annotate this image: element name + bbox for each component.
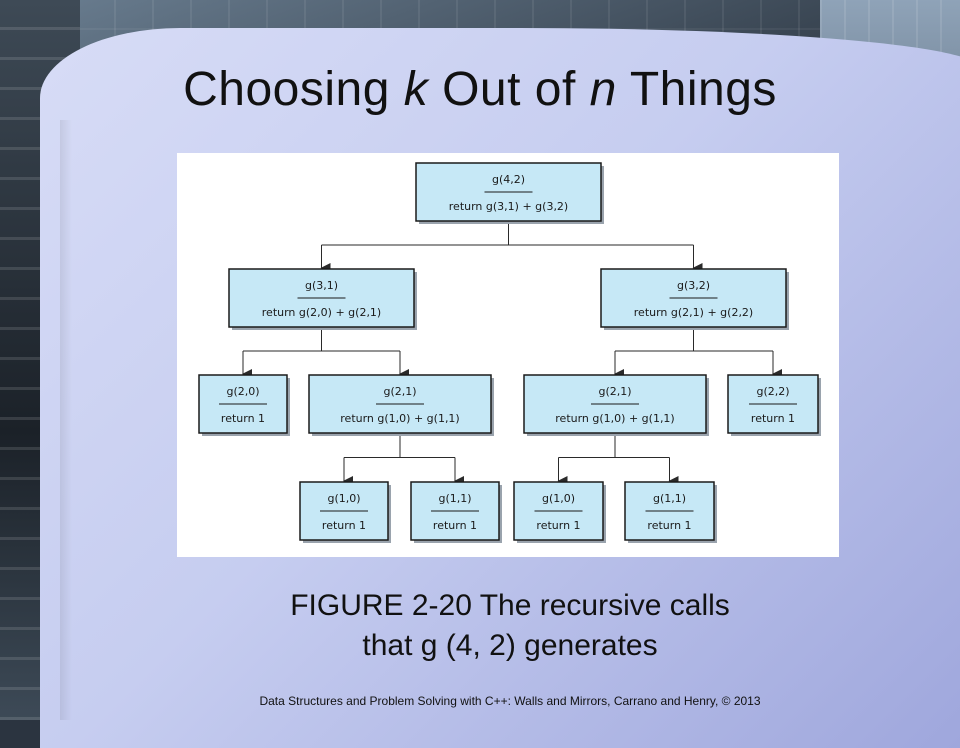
call-node-ll: g(2,0) return 1 [198, 374, 290, 436]
title-k: k [403, 63, 429, 116]
recursion-tree-figure: g(4,2) return g(3,1) + g(3,2) g(3,1) return… [177, 153, 839, 557]
call-node-lr: g(2,1) return g(1,0) + g(1,1) [308, 374, 494, 436]
node-call-label: g(1,0) [327, 492, 360, 505]
node-call-label: g(2,1) [598, 385, 631, 398]
node-return-label: return 1 [433, 519, 477, 532]
node-return-label: return g(2,1) + g(2,2) [634, 306, 753, 319]
title-part: Choosing [183, 63, 404, 116]
call-node-l: g(3,1) return g(2,0) + g(2,1) [228, 268, 417, 330]
slide-footer: Data Structures and Problem Solving with… [259, 694, 761, 708]
title-n: n [589, 63, 617, 116]
node-call-label: g(3,1) [305, 279, 338, 292]
title-part: Things [616, 63, 777, 116]
title-part: Out of [428, 63, 590, 116]
node-call-label: g(2,2) [756, 385, 789, 398]
node-return-label: return 1 [322, 519, 366, 532]
node-return-label: return g(1,0) + g(1,1) [555, 412, 674, 425]
node-return-label: return g(2,0) + g(2,1) [262, 306, 381, 319]
tree-edges [242, 221, 782, 486]
node-call-label: g(3,2) [677, 279, 710, 292]
call-node-rl: g(2,1) return g(1,0) + g(1,1) [523, 374, 709, 436]
tree-nodes: g(4,2) return g(3,1) + g(3,2) g(3,1) return… [198, 162, 821, 543]
node-call-label: g(2,1) [383, 385, 416, 398]
call-node-lrl: g(1,0) return 1 [299, 481, 391, 543]
node-return-label: return 1 [221, 412, 265, 425]
caption-line-1: FIGURE 2-20 The recursive calls [290, 589, 730, 622]
call-node-rr: g(2,2) return 1 [727, 374, 821, 436]
node-return-label: return g(3,1) + g(3,2) [449, 200, 568, 213]
node-return-label: return 1 [751, 412, 795, 425]
node-call-label: g(4,2) [492, 173, 525, 186]
recursion-tree-diagram: g(4,2) return g(3,1) + g(3,2) g(3,1) return… [198, 162, 821, 543]
node-call-label: g(1,1) [438, 492, 471, 505]
call-node-r: g(3,2) return g(2,1) + g(2,2) [600, 268, 789, 330]
node-return-label: return 1 [647, 519, 691, 532]
node-return-label: return g(1,0) + g(1,1) [340, 412, 459, 425]
call-node-rlr: g(1,1) return 1 [624, 481, 717, 543]
call-node-lrr: g(1,1) return 1 [410, 481, 502, 543]
call-node-rll: g(1,0) return 1 [513, 481, 606, 543]
node-call-label: g(2,0) [226, 385, 259, 398]
node-return-label: return 1 [536, 519, 580, 532]
slide-title: Choosing k Out of n Things [0, 62, 960, 117]
call-node-root: g(4,2) return g(3,1) + g(3,2) [415, 162, 604, 224]
node-call-label: g(1,0) [542, 492, 575, 505]
figure-caption: FIGURE 2-20 The recursive calls that g (… [0, 586, 960, 666]
caption-line-2: that g (4, 2) generates [362, 629, 658, 662]
node-call-label: g(1,1) [653, 492, 686, 505]
panel-edge-shade [60, 120, 72, 720]
